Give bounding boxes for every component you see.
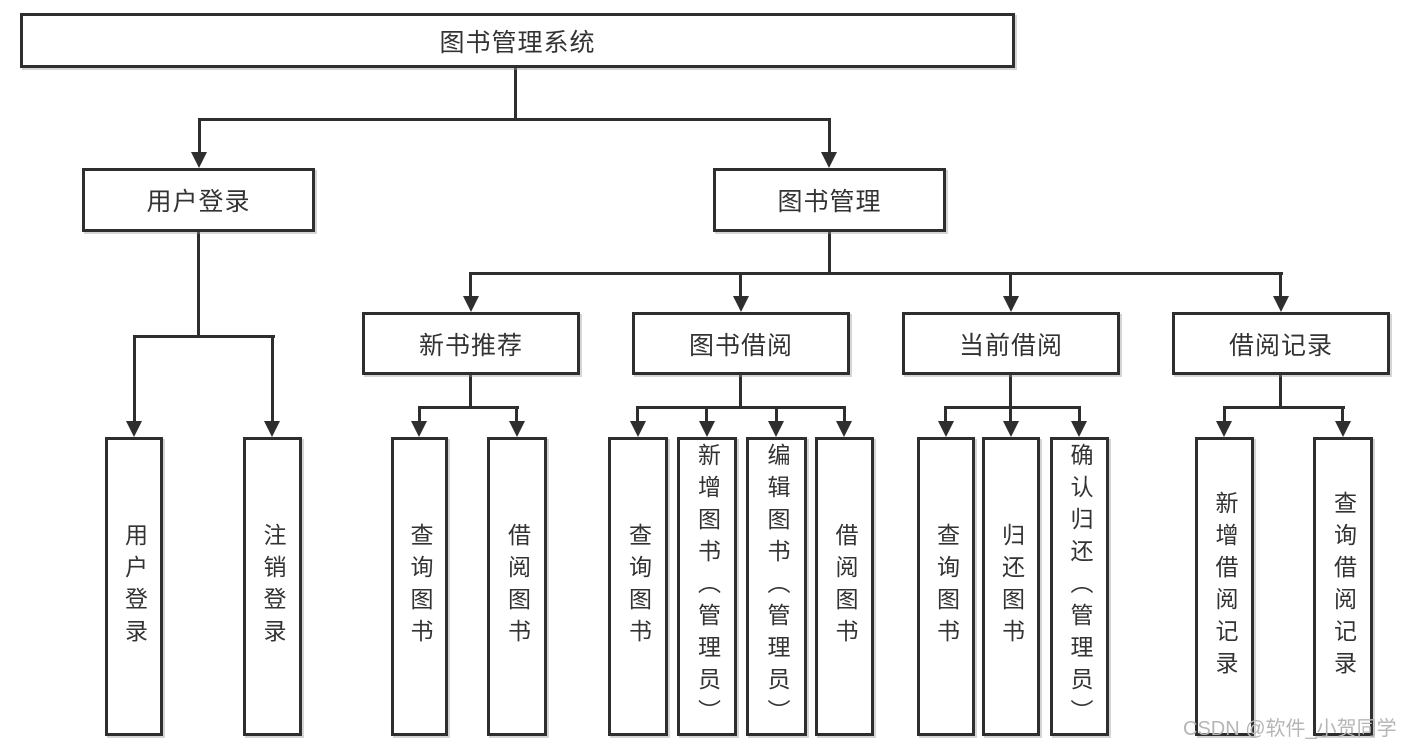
connector-line bbox=[1009, 375, 1012, 406]
connector-line bbox=[198, 118, 201, 152]
leaf-query-books-current: 查询图书 bbox=[917, 437, 975, 736]
leaf-label: 查询借阅记录 bbox=[1330, 490, 1357, 683]
connector-line bbox=[1223, 406, 1226, 421]
leaf-label: 查询图书 bbox=[407, 522, 433, 651]
leaf-label: 确认归还（管理员） bbox=[1067, 442, 1093, 731]
connector-line bbox=[469, 375, 472, 406]
connector-line bbox=[843, 406, 846, 421]
arrow-down-icon bbox=[938, 421, 954, 437]
connector-line bbox=[514, 68, 517, 118]
leaf-query-borrow-record: 查询借阅记录 bbox=[1313, 437, 1373, 736]
leaf-user-login: 用户登录 bbox=[105, 437, 163, 736]
connector-line bbox=[1223, 406, 1345, 409]
arrow-down-icon bbox=[768, 421, 784, 437]
leaf-label: 新增借阅记录 bbox=[1212, 490, 1238, 683]
connector-line bbox=[944, 406, 1081, 409]
leaf-add-borrow-record: 新增借阅记录 bbox=[1195, 437, 1254, 736]
leaf-label: 借阅图书 bbox=[504, 522, 531, 651]
arrow-down-icon bbox=[630, 421, 646, 437]
connector-line bbox=[197, 232, 200, 335]
leaf-label: 编辑图书（管理员） bbox=[764, 442, 790, 731]
leaf-edit-book-admin: 编辑图书（管理员） bbox=[746, 437, 807, 736]
connector-line bbox=[133, 335, 136, 421]
connector-line bbox=[775, 406, 778, 421]
arrow-down-icon bbox=[191, 152, 207, 168]
connector-line bbox=[198, 118, 831, 121]
arrow-down-icon bbox=[1216, 421, 1232, 437]
connector-line bbox=[1009, 272, 1012, 296]
node-borrowing-records: 借阅记录 bbox=[1172, 312, 1390, 375]
connector-line bbox=[418, 406, 519, 409]
connector-line bbox=[1279, 375, 1282, 406]
leaf-label: 新增图书（管理员） bbox=[694, 442, 721, 731]
arrow-down-icon bbox=[733, 296, 749, 312]
arrow-down-icon bbox=[1273, 296, 1289, 312]
connector-line bbox=[636, 406, 639, 421]
leaf-label: 查询图书 bbox=[933, 522, 960, 651]
arrow-down-icon bbox=[699, 421, 715, 437]
connector-line bbox=[469, 272, 1283, 275]
leaf-query-books-recommend: 查询图书 bbox=[391, 437, 448, 736]
leaf-label: 查询图书 bbox=[625, 522, 652, 651]
connector-line bbox=[1078, 406, 1081, 421]
leaf-confirm-return-admin: 确认归还（管理员） bbox=[1050, 437, 1109, 736]
leaf-borrow-books-borrowing: 借阅图书 bbox=[815, 437, 874, 736]
node-root: 图书管理系统 bbox=[20, 13, 1015, 68]
arrow-down-icon bbox=[821, 152, 837, 168]
arrow-down-icon bbox=[126, 421, 142, 437]
leaf-add-book-admin: 新增图书（管理员） bbox=[677, 437, 737, 736]
connector-line bbox=[739, 272, 742, 296]
connector-line bbox=[828, 118, 831, 152]
connector-line bbox=[944, 406, 947, 421]
arrow-down-icon bbox=[509, 421, 525, 437]
connector-line bbox=[418, 406, 421, 421]
node-new-book-recommendation: 新书推荐 bbox=[362, 312, 580, 375]
leaf-query-books-borrowing: 查询图书 bbox=[608, 437, 668, 736]
leaf-borrow-books-recommend: 借阅图书 bbox=[487, 437, 547, 736]
connector-line bbox=[636, 406, 846, 409]
connector-line bbox=[469, 272, 472, 296]
arrow-down-icon bbox=[264, 421, 280, 437]
connector-line bbox=[1279, 272, 1282, 296]
leaf-label: 用户登录 bbox=[121, 522, 148, 651]
node-current-borrowing: 当前借阅 bbox=[902, 312, 1120, 375]
connector-line bbox=[1341, 406, 1344, 421]
connector-line bbox=[739, 375, 742, 406]
node-book-borrowing: 图书借阅 bbox=[632, 312, 850, 375]
arrow-down-icon bbox=[463, 296, 479, 312]
connector-line bbox=[133, 335, 275, 338]
connector-line bbox=[1009, 406, 1012, 421]
leaf-label: 归还图书 bbox=[998, 522, 1025, 651]
leaf-label: 注销登录 bbox=[260, 522, 286, 651]
connector-line bbox=[515, 406, 518, 421]
leaf-label: 借阅图书 bbox=[832, 522, 858, 651]
connector-line bbox=[271, 335, 274, 421]
node-user-login: 用户登录 bbox=[82, 168, 315, 232]
watermark: CSDN @软件_小贺同学 bbox=[1183, 718, 1397, 740]
connector-line bbox=[828, 232, 831, 272]
node-book-management: 图书管理 bbox=[713, 168, 946, 232]
arrow-down-icon bbox=[836, 421, 852, 437]
arrow-down-icon bbox=[1071, 421, 1087, 437]
leaf-return-books: 归还图书 bbox=[982, 437, 1040, 736]
arrow-down-icon bbox=[1003, 421, 1019, 437]
arrow-down-icon bbox=[1335, 421, 1351, 437]
connector-line bbox=[705, 406, 708, 421]
arrow-down-icon bbox=[1003, 296, 1019, 312]
arrow-down-icon bbox=[411, 421, 427, 437]
leaf-logout: 注销登录 bbox=[243, 437, 302, 736]
